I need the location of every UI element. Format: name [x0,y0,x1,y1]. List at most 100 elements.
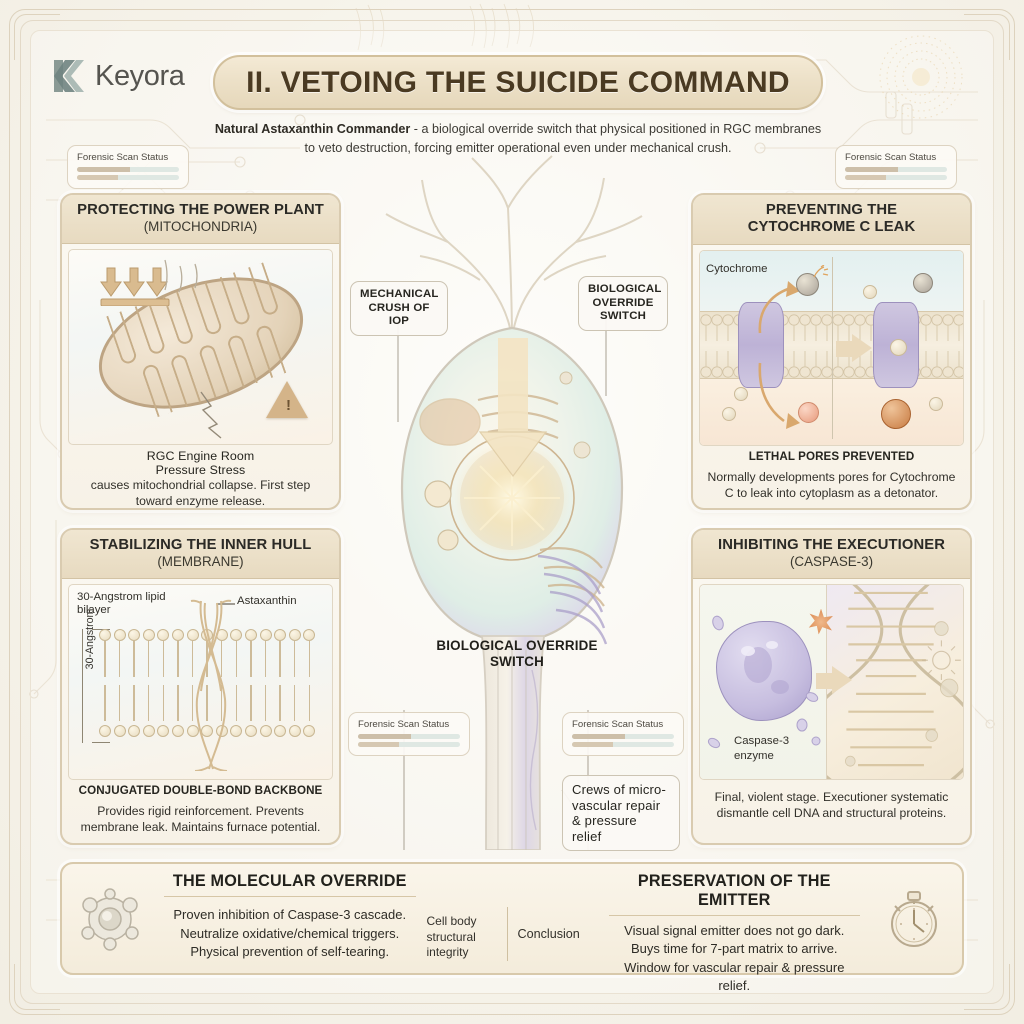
cytochrome-bomb-icon [796,272,819,296]
astaxanthin-leader-line [217,603,235,605]
footer-right-body: Visual signal emitter does not go dark. … [624,923,845,994]
cytochrome-label: Cytochrome [706,262,768,275]
panel-caption: Normally developments pores for Cytochro… [707,469,956,500]
scan-progress-bar [572,734,674,739]
caspase-dna-illustration: Caspase-3 enzyme [699,583,964,780]
lipid-head-row-bottom [99,724,316,737]
panel-subtitle: (CASPASE-3) [789,553,874,569]
panel-caption: Provides rigid reinforcement. Prevents m… [80,803,321,834]
inactive-bomb-icon [913,272,933,293]
particle [722,406,736,421]
page-subtitle: Natural Astaxanthin Commander - a biolog… [212,120,824,157]
page-subtitle-rest: - a biological override switch that phys… [304,122,822,155]
scan-progress-bar [358,734,460,739]
axis-label: 30-Angstrom [84,608,96,669]
panel-subcaption: CONJUGATED DOUBLE-BOND BACKBONE [78,783,323,797]
scan-progress-bar [358,742,460,747]
blob-detail-icon [741,640,789,694]
panel-art-label-2: Pressure Stress [155,462,246,477]
panel-preventing-cytochrome-leak: PREVENTING THE CYTOCHROME C LEAK [691,193,972,510]
brand-name: Keyora [95,59,185,92]
footer-mid-label-2: Conclusion [506,907,603,961]
footer-left-icon-wrap [62,864,158,973]
footer-summary-bar: THE MOLECULAR OVERRIDE Proven inhibition… [60,862,964,993]
footer-right-title: PRESERVATION OF THE EMITTER [608,872,860,916]
scan-label: Forensic Scan Status [572,719,664,730]
callout-microvascular-crews: Crews of micro-vascular repair & pressur… [562,775,680,852]
panel-divider [831,256,833,439]
panel-subtitle: (MEMBRANE) [157,553,244,569]
astaxanthin-molecule-icon [190,599,232,771]
released-cytochrome-particle [798,401,819,423]
lipid-head-row-top [99,628,316,641]
scan-progress-bar [845,167,947,172]
brand-logo: Keyora [52,58,185,94]
cell-molecule-icon [81,887,139,951]
contained-detonator-icon [881,398,911,429]
central-rgc-neuron-illustration [330,150,694,1005]
footer-mid-label-1: Cell body structural integrity [426,914,477,960]
fragment-particles-icon [707,615,821,748]
panel-title: INHIBITING THE EXECUTIONER [717,537,946,553]
panel-subtitle: (MITOCHONDRIA) [143,218,258,234]
panel-title: PREVENTING THE [765,202,898,218]
scan-label: Forensic Scan Status [358,719,450,730]
astaxanthin-label: Astaxanthin [237,594,297,607]
bilayer-label: 30-Angstrom lipid bilayer [77,590,166,617]
panel-subcaption: LETHAL PORES PREVENTED [748,449,915,463]
particle [734,386,748,401]
page-title-plate: II. VETOING THE SUICIDE COMMAND [213,55,823,110]
panel-art-label-1: RGC Engine Room [146,448,255,463]
panel-stabilizing-inner-hull: STABILIZING THE INNER HULL (MEMBRANE) 30… [60,528,341,845]
particle [863,284,877,299]
forensic-scan-status-badge: Forensic Scan Status [562,712,684,756]
panel-title-line2: CYTOCHROME C LEAK [747,218,916,235]
scan-progress-bar [77,175,179,180]
footer-right-column: PRESERVATION OF THE EMITTER Visual signa… [603,864,867,993]
pressure-arrows-icon [100,267,170,306]
panel-header: STABILIZING THE INNER HULL (MEMBRANE) [62,530,339,579]
forensic-scan-status-badge: Forensic Scan Status [835,145,957,189]
panel-header: INHIBITING THE EXECUTIONER (CASPASE-3) [693,530,970,579]
crack-lines-icon [200,391,222,439]
footer-left-body: Proven inhibition of Caspase-3 cascade. … [173,907,407,960]
stopwatch-icon [891,890,937,947]
page-subtitle-strong: Natural Astaxanthin Commander [214,122,411,136]
cytochrome-pore-illustration: Cytochrome [699,249,964,446]
panel-caption: causes mitochondrial collapse. First ste… [90,477,311,508]
blocked-plug-particle [890,338,907,356]
warning-triangle-icon [266,380,308,418]
sunburst-ornament [879,35,963,119]
panel-header: PROTECTING THE POWER PLANT (MITOCHONDRIA… [62,195,339,244]
lipid-bilayer-illustration: 30-Angstrom lipid bilayer Astaxanthin 30… [68,583,333,780]
caspase3-label: Caspase-3 enzyme [734,735,790,762]
lipid-tail-row-bottom [99,684,315,721]
callout-biological-override: BIOLOGICAL OVERRIDE SWITCH [578,276,668,332]
keyora-k-logo-icon [54,60,84,92]
scan-label: Forensic Scan Status [845,152,937,163]
page-title: II. VETOING THE SUICIDE COMMAND [246,65,790,99]
panel-title: PROTECTING THE POWER PLANT [77,202,324,218]
particle [929,396,943,411]
center-overlay-title: BIOLOGICAL OVERRIDE SWITCH [436,638,598,670]
stress-lines-icon [164,259,198,292]
panel-title: STABILIZING THE INNER HULL [89,537,312,553]
callout-mechanical-crush: MECHANICAL CRUSH OF IOP [350,281,448,337]
panel-caption: Final, violent stage. Executioner system… [714,789,949,820]
bomb-fuse-icon [813,264,829,278]
mitochondria-illustration: ! [68,248,333,445]
footer-left-column: THE MOLECULAR OVERRIDE Proven inhibition… [158,864,422,973]
panel-inhibiting-executioner: INHIBITING THE EXECUTIONER (CASPASE-3) [691,528,972,845]
panel-protecting-power-plant: PROTECTING THE POWER PLANT (MITOCHONDRIA… [60,193,341,510]
scan-progress-bar [77,167,179,172]
warning-exclamation-icon: ! [286,396,291,414]
panel-header: PREVENTING THE CYTOCHROME C LEAK [693,195,970,245]
forensic-scan-status-badge: Forensic Scan Status [67,145,189,189]
footer-left-title: THE MOLECULAR OVERRIDE [164,872,416,897]
scan-progress-bar [845,175,947,180]
forensic-scan-status-badge: Forensic Scan Status [348,712,470,756]
scan-progress-bar [572,742,674,747]
footer-right-icon-wrap [866,864,962,973]
scan-label: Forensic Scan Status [77,152,169,163]
